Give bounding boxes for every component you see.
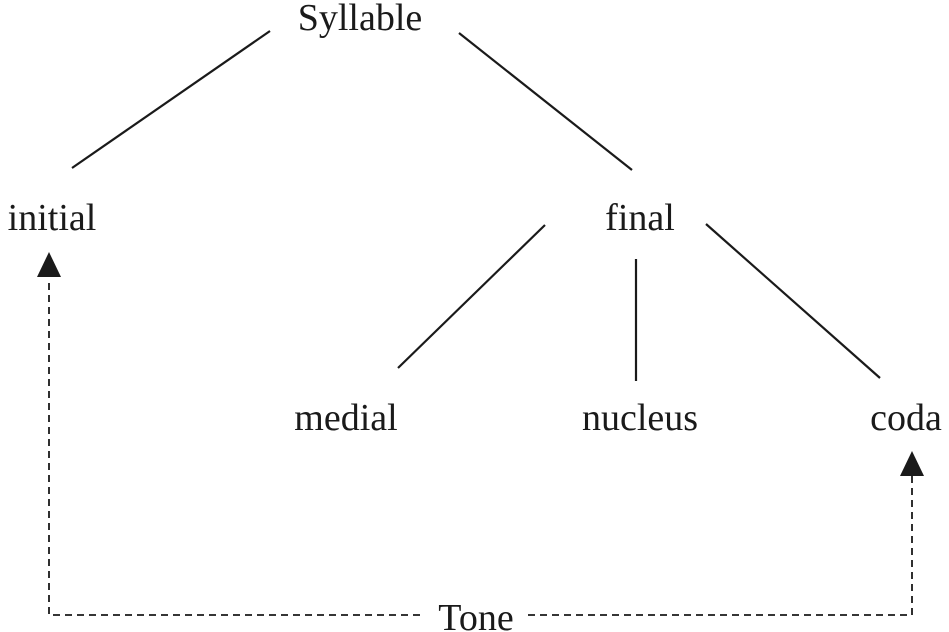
edge-final-medial: [397, 224, 546, 369]
node-coda: coda: [870, 397, 942, 439]
node-syllable: Syllable: [298, 0, 423, 39]
node-tone: Tone: [438, 597, 513, 632]
node-nucleus: nucleus: [582, 397, 698, 439]
edge-syllable-initial: [71, 30, 271, 169]
edge-syllable-final: [458, 32, 633, 171]
node-final: final: [605, 197, 675, 239]
tone-link-coda: [528, 476, 913, 616]
edge-final-coda: [705, 223, 881, 379]
node-initial: initial: [8, 197, 97, 239]
arrowhead-coda: [900, 451, 924, 476]
arrowhead-initial: [37, 252, 61, 277]
node-medial: medial: [294, 397, 397, 439]
tone-link-initial: [48, 278, 420, 616]
